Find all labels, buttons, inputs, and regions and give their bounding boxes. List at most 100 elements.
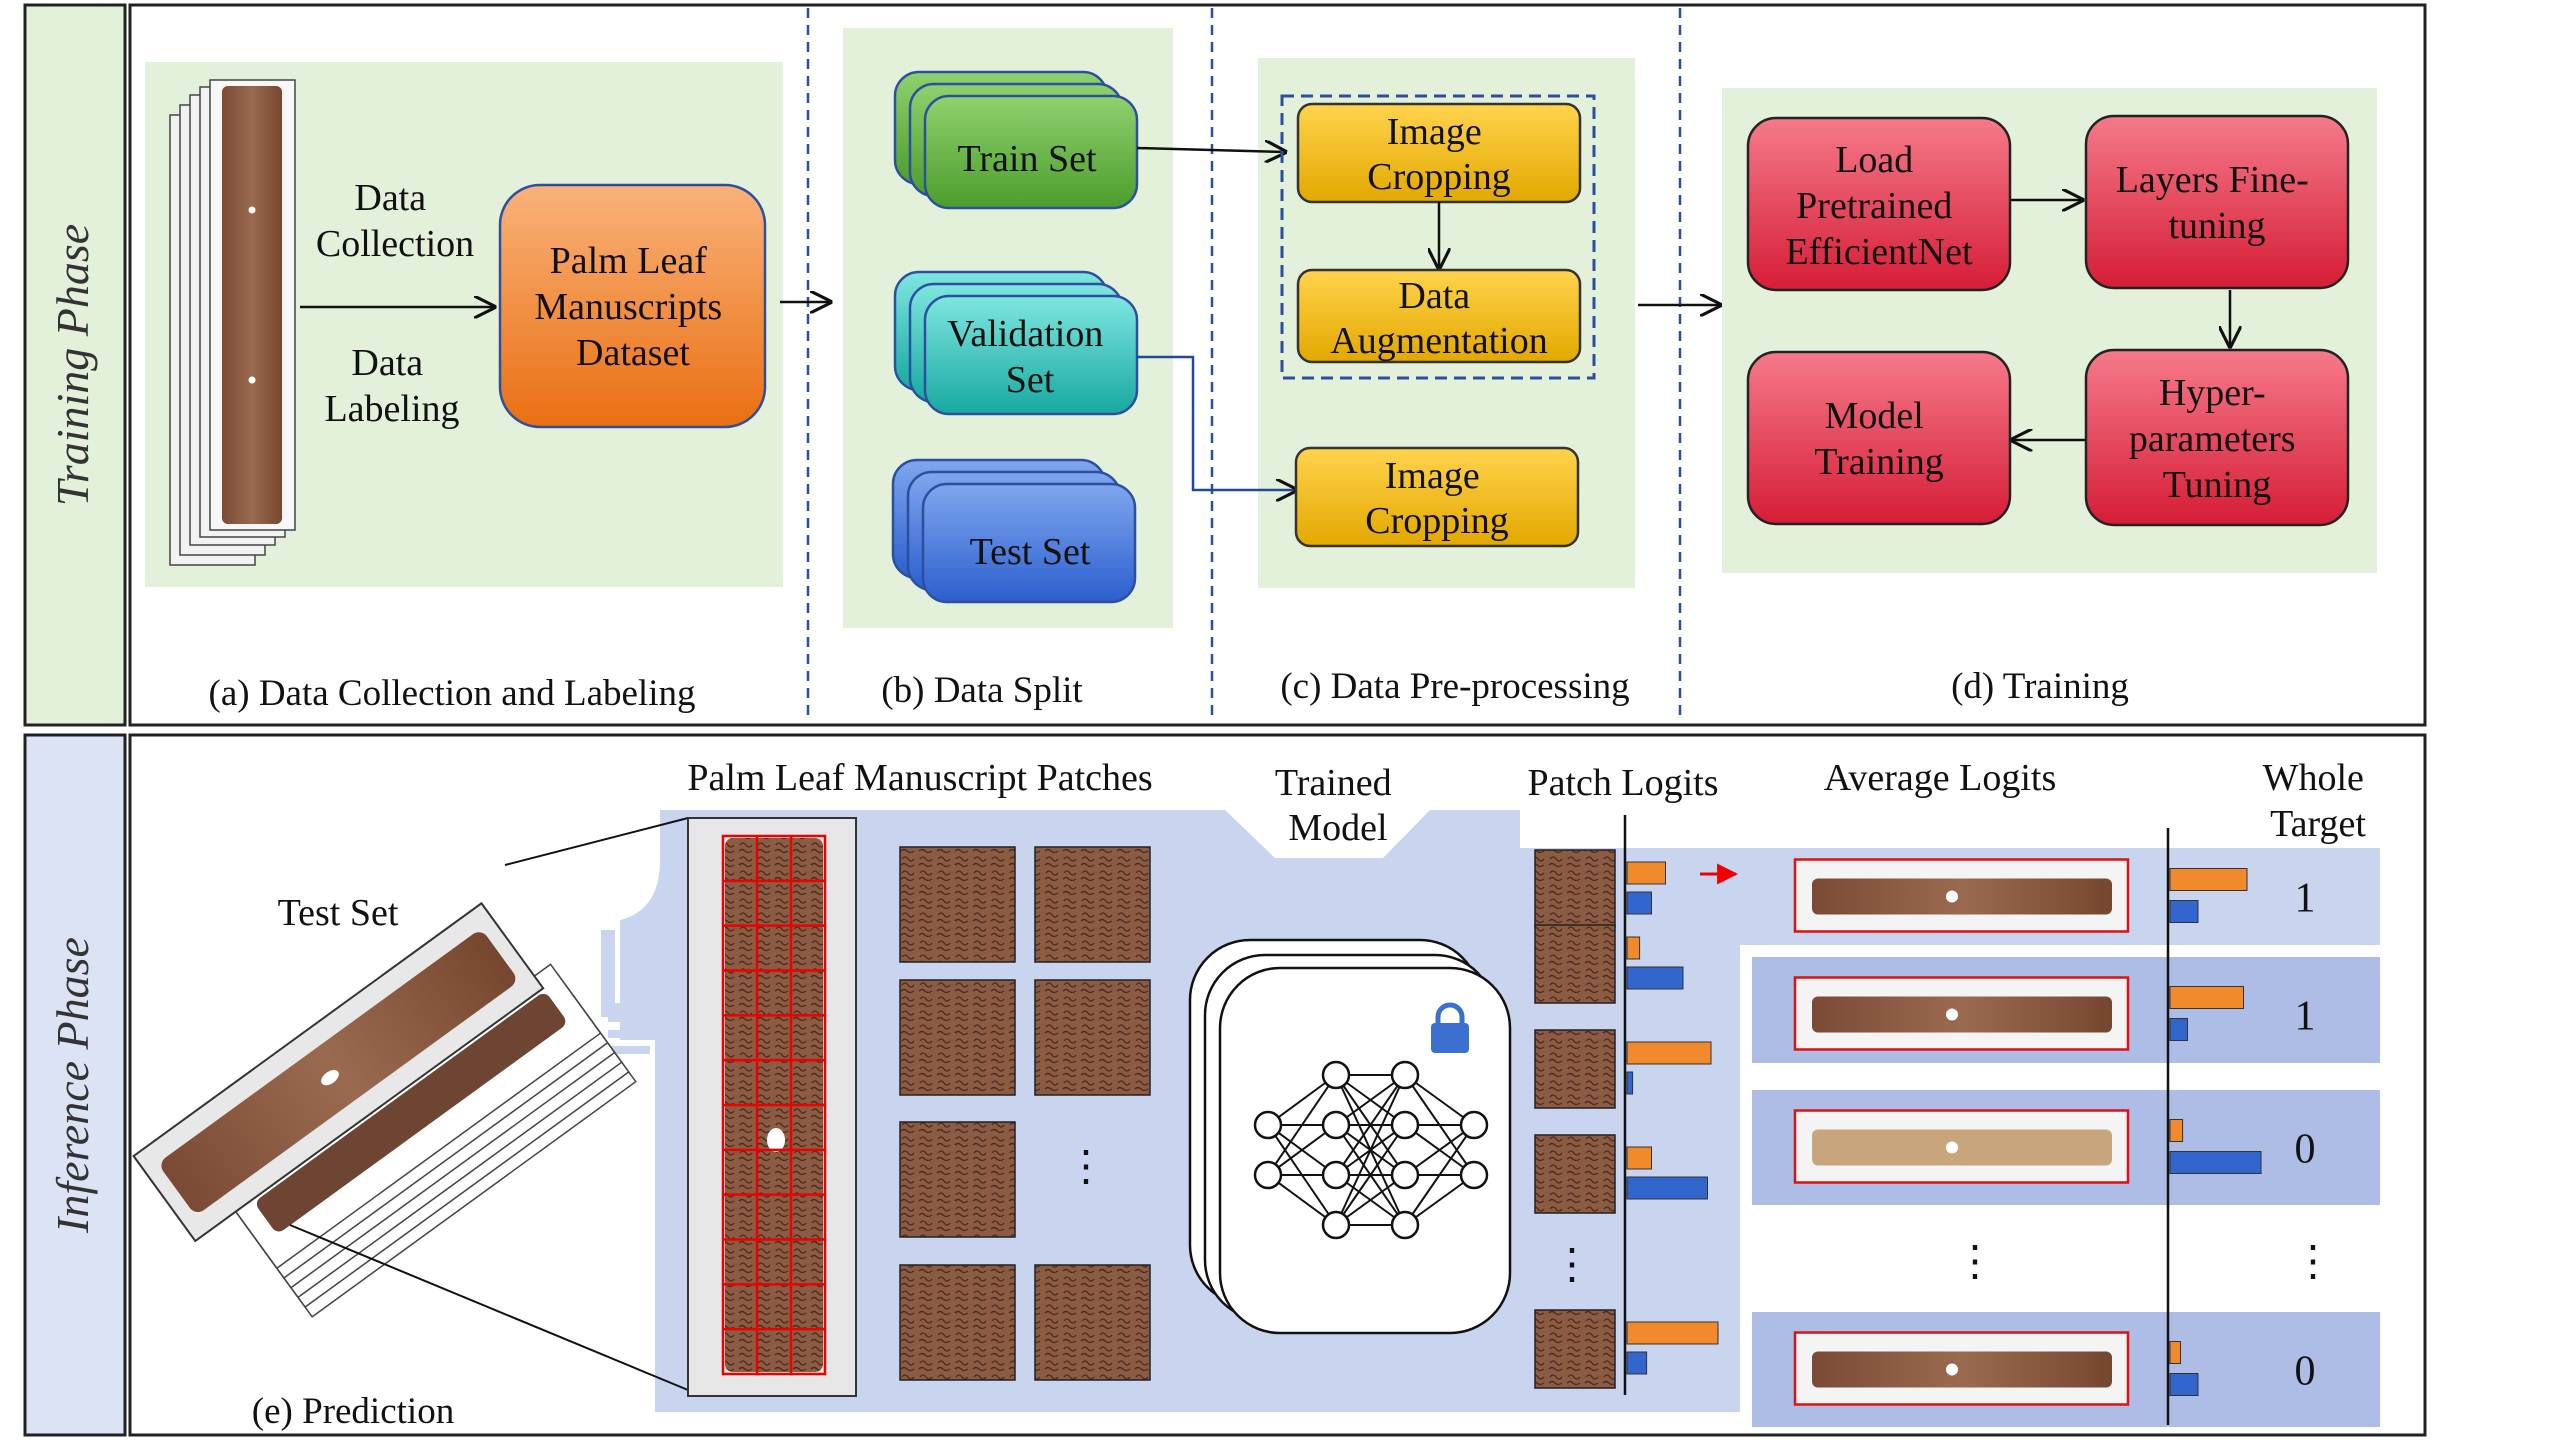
patch-ellipsis: ⋮ (1065, 1144, 1107, 1190)
patch-logit-bar-b (1626, 1071, 1634, 1095)
patch-logit-bar-a (1626, 1321, 1719, 1345)
label-line: Validation (947, 313, 1103, 355)
patch-logit-bar-b (1626, 1351, 1648, 1375)
lock-icon (1431, 1002, 1469, 1053)
manuscript-leaf (1812, 996, 2112, 1033)
training-phase: Training Phase Data Collection (23, 3, 2427, 727)
target-ellipsis: ⋮ (2292, 1239, 2334, 1285)
hyperparameter-tuning-box (2084, 348, 2350, 527)
nn-node (1321, 1060, 1351, 1090)
label-line: Image (1385, 455, 1480, 497)
label-line: Tuning (2163, 464, 2271, 506)
patch-thumbnails (899, 846, 1151, 1381)
average-logits-title: Average Logits (1824, 757, 2057, 799)
zoom-line-bottom (289, 1224, 689, 1391)
data-augmentation-label: Data Augmentation (1330, 275, 1547, 362)
inference-phase: Inference Phase Test Set (23, 733, 2427, 1437)
patch-thumbnail (899, 1264, 1016, 1381)
nn-node (1459, 1160, 1489, 1190)
manuscript-leaf (1812, 1129, 2112, 1166)
model-training-box (1746, 350, 2012, 526)
nn-node (1321, 1160, 1351, 1190)
nn-node (1390, 1160, 1420, 1190)
patch-logit-bar-b (1626, 966, 1684, 990)
dataset-box (498, 183, 767, 429)
nn-node (1253, 1110, 1283, 1140)
patch-logits (1534, 849, 1719, 1389)
patch-thumbnail (1034, 1264, 1151, 1381)
data-collection-label: Data Collection (316, 177, 474, 265)
label-line: Model (1825, 395, 1924, 437)
section-a: Data Collection Data Labeling Palm Leaf … (145, 62, 783, 714)
patch-logit-thumbnail (1534, 1309, 1616, 1389)
average-logit-bar-b (2169, 1018, 2188, 1041)
nn-node (1253, 1160, 1283, 1190)
layers-finetune-label: Layers Fine- tuning (2116, 159, 2319, 247)
patches-title: Palm Leaf Manuscript Patches (687, 757, 1152, 799)
patch-logit-bar-a (1626, 861, 1666, 885)
validation-set-label: Validation Set (947, 313, 1113, 401)
label-line: Hyper- (2159, 372, 2266, 414)
average-logit-bar-a (2169, 986, 2244, 1009)
label-line: Labeling (324, 388, 459, 430)
section-b-caption: (b) Data Split (881, 670, 1083, 711)
manuscript-grid (687, 817, 857, 1397)
test-set-label: Test Set (970, 531, 1091, 573)
patch-thumbnail (899, 979, 1016, 1096)
average-logit-bar-b (2169, 1151, 2262, 1174)
manuscript-stack (169, 79, 296, 566)
validation-to-crop-arrow (1137, 355, 1296, 490)
image-cropping-label-2: Image Cropping (1365, 455, 1509, 542)
training-phase-label: Training Phase (47, 224, 98, 506)
label-line: Whole (2263, 757, 2364, 799)
patch-logit-bar-a (1626, 1146, 1652, 1170)
trained-model (1188, 938, 1512, 1335)
patch-grid (721, 834, 827, 1376)
patch-thumbnail (1034, 846, 1151, 963)
patch-logit-bar-b (1626, 891, 1652, 915)
label-line: Target (2270, 803, 2366, 845)
label-line: EfficientNet (1785, 231, 1973, 273)
layers-finetune-box (2084, 114, 2350, 290)
section-c-caption: (c) Data Pre-processing (1280, 666, 1629, 707)
target-title: Whole Target (2263, 757, 2374, 845)
image-cropping-label: Image Cropping (1367, 111, 1511, 198)
average-logit-bar-a (2169, 1341, 2181, 1364)
label-line: Set (1006, 359, 1055, 401)
label-line: Cropping (1367, 156, 1511, 198)
nn-node (1390, 1110, 1420, 1140)
patch-thumbnail (1034, 979, 1151, 1096)
row-ellipsis: ⋮ (1954, 1239, 1996, 1285)
manuscript-leaf (1812, 1351, 2112, 1388)
label-line: Pretrained (1796, 185, 1952, 227)
nn-node (1390, 1210, 1420, 1240)
manuscript-leaf (222, 86, 282, 524)
image-cropping-box-2 (1294, 446, 1580, 548)
label-line: Image (1387, 111, 1482, 153)
label-line: Manuscripts (534, 286, 722, 328)
train-to-crop-arrow (1136, 148, 1285, 152)
nn-node (1390, 1060, 1420, 1090)
target-value: 1 (2295, 876, 2316, 922)
section-a-caption: (a) Data Collection and Labeling (209, 673, 696, 714)
train-set-box: Train Set (893, 70, 1139, 210)
model-training-label: Model Training (1814, 395, 1944, 483)
patch-thumbnail (899, 1121, 1016, 1238)
nn-node (1321, 1210, 1351, 1240)
label-line: Data (351, 342, 423, 384)
section-b: Train Set Validation Set Test Set (b) Da… (843, 28, 1173, 711)
zoom-line-top (504, 817, 689, 866)
patch-logit-thumbnail (1534, 849, 1616, 929)
average-logit-bar-b (2169, 900, 2199, 923)
label-line: Collection (316, 223, 474, 265)
patch-logit-bar-a (1626, 1041, 1712, 1065)
model-title: Trained Model (1275, 762, 1401, 849)
label-line: Augmentation (1330, 320, 1547, 362)
patch-thumbnail (899, 846, 1016, 963)
section-d-caption: (d) Training (1951, 666, 2129, 707)
patch-logit-thumbnail (1534, 1134, 1616, 1214)
patch-logit-thumbnail (1534, 1029, 1616, 1109)
train-set-label: Train Set (957, 138, 1096, 180)
label-line: Data (1398, 275, 1470, 317)
